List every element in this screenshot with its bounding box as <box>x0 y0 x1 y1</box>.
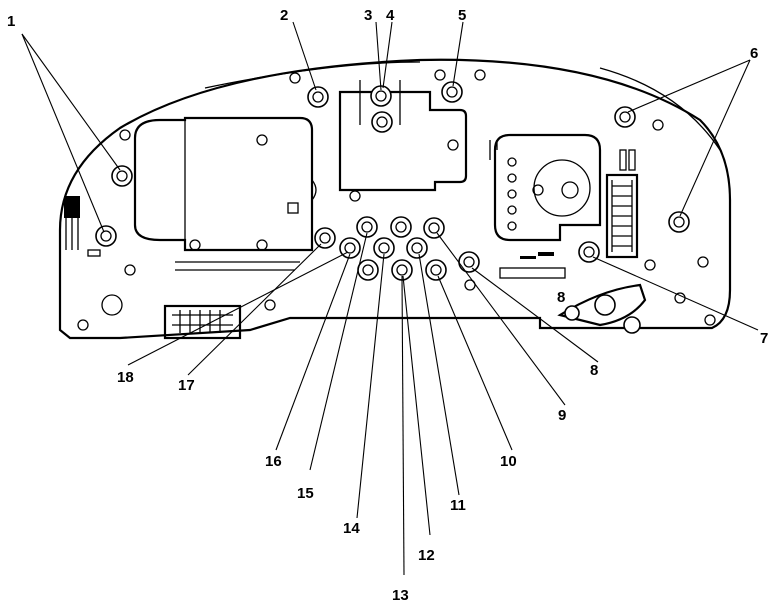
callout-12: 12 <box>418 547 435 564</box>
callout-1: 1 <box>7 13 15 30</box>
mounting-screws <box>77 69 716 331</box>
right-connector <box>605 149 639 259</box>
callout-13: 13 <box>392 587 409 604</box>
callout-10: 10 <box>500 453 517 470</box>
callout-labels: 1 2 3 4 5 6 7 8 9 10 11 12 13 14 15 16 1… <box>7 7 768 604</box>
callout-17: 17 <box>178 377 195 394</box>
callout-18: 18 <box>117 369 134 386</box>
bulb-socket <box>371 111 393 133</box>
right-gauge-module <box>489 133 602 242</box>
callout-16: 16 <box>265 453 282 470</box>
callout-8: 8 <box>590 362 598 379</box>
bulb-socket <box>390 216 412 238</box>
bulb-socket <box>441 81 463 103</box>
bulb-socket <box>423 217 445 239</box>
callout-14: 14 <box>343 520 360 537</box>
lower-left-connector <box>163 304 242 340</box>
left-gauge-module <box>133 116 317 271</box>
bulb-socket <box>111 165 133 187</box>
callout-15: 15 <box>297 485 314 502</box>
cluster-housing <box>58 58 732 340</box>
bulb-socket <box>425 259 447 281</box>
bulb-socket <box>406 237 428 259</box>
center-gauge-module <box>338 80 468 192</box>
callout-2: 2 <box>280 7 288 24</box>
callout-11: 11 <box>450 497 466 514</box>
bulb-sockets <box>95 81 690 281</box>
board-mark: 8 <box>557 289 565 306</box>
callout-5: 5 <box>458 7 466 24</box>
bulb-socket <box>95 225 117 247</box>
left-components <box>64 196 123 316</box>
bulb-socket <box>356 216 378 238</box>
bulb-socket <box>614 106 636 128</box>
trip-reset-lever: 8 <box>557 283 647 334</box>
callout-4: 4 <box>386 7 395 24</box>
slot-features <box>499 252 566 279</box>
callout-3: 3 <box>364 7 372 24</box>
bulb-socket <box>314 227 336 249</box>
callout-7: 7 <box>760 330 768 347</box>
bulb-socket <box>307 86 329 108</box>
bulb-socket <box>357 259 379 281</box>
bulb-socket <box>458 251 480 273</box>
bulb-socket <box>668 211 690 233</box>
callout-6: 6 <box>750 45 758 62</box>
callout-9: 9 <box>558 407 566 424</box>
bulb-socket <box>578 241 600 263</box>
leader-lines <box>21 21 759 576</box>
